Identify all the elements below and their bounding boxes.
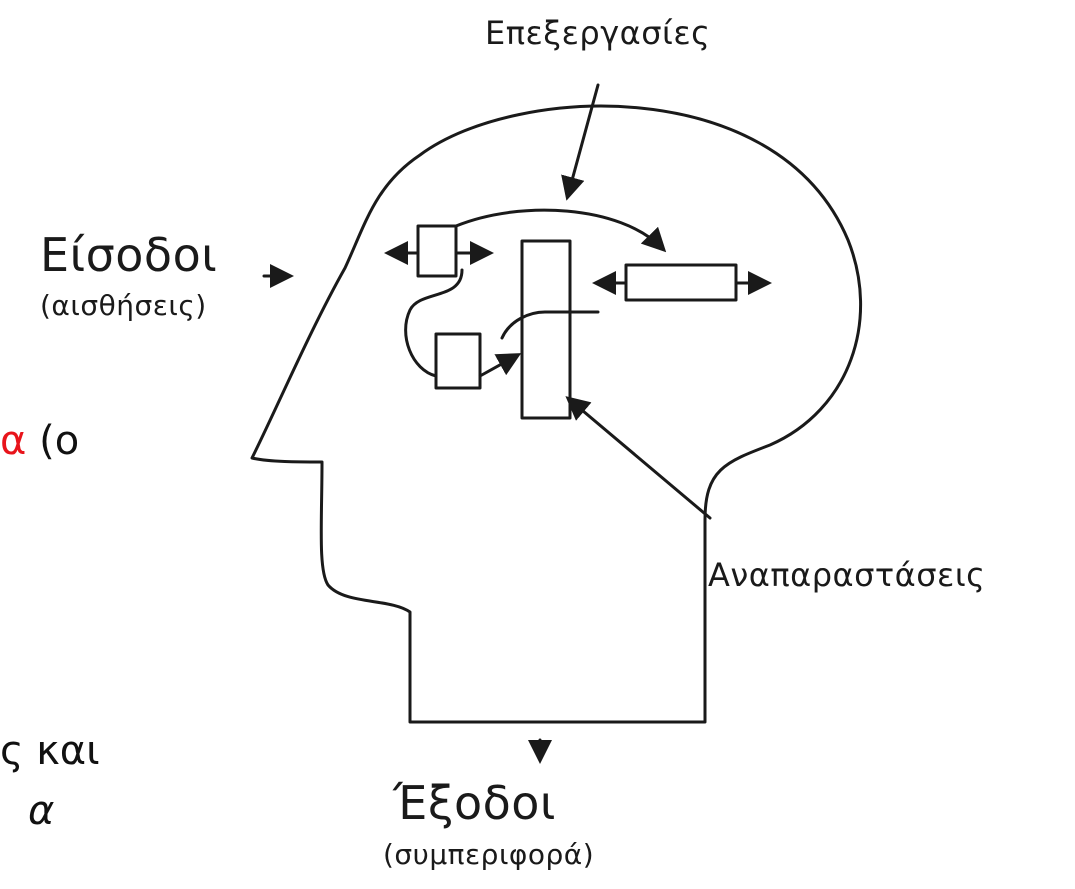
processing-label: Επεξεργασίες <box>485 14 710 52</box>
red-char: α <box>0 418 26 464</box>
inputs-sub-label: (αισθήσεις) <box>40 289 207 322</box>
module-box-2 <box>436 334 480 388</box>
representations-pointer-arrow <box>570 400 710 518</box>
slide-text-fragment-2: ς και <box>0 728 100 774</box>
module-box-long <box>626 265 736 300</box>
paren-text: (ο <box>26 418 79 464</box>
slide-text-fragment-3: α <box>28 788 54 834</box>
slide-text-fragment-1: α (ο <box>0 418 79 464</box>
box2-right-arrow <box>480 356 516 376</box>
s-curve-connector <box>406 270 462 376</box>
outputs-label: Έξοδοι <box>393 776 556 830</box>
processing-pointer-arrow <box>568 85 598 195</box>
module-box-1 <box>418 226 456 276</box>
inputs-label: Είσοδοι <box>40 228 217 282</box>
crossing-curve <box>502 312 598 338</box>
head-outline <box>252 106 861 722</box>
outputs-sub-label: (συμπεριφορά) <box>383 838 594 871</box>
representation-column <box>522 241 570 418</box>
representations-label: Αναπαραστάσεις <box>708 556 985 594</box>
